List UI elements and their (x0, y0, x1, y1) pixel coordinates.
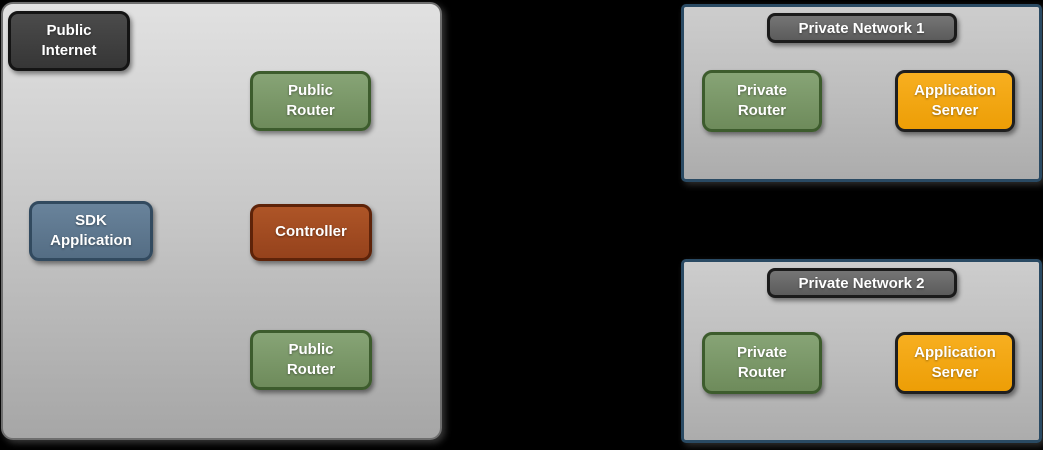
public-router-top-label: Public Router (286, 81, 335, 119)
private-network-2-title-label: Private Network 2 (798, 274, 925, 292)
private-network-2-title: Private Network 2 (766, 268, 957, 298)
private-network-2-panel: Private Network 2 Private Router Applica… (681, 259, 1042, 443)
sdk-application-label: SDK Application (50, 211, 132, 249)
private-network-1-private-router-node: Private Router (702, 70, 822, 132)
private-network-1-title-label: Private Network 1 (798, 19, 925, 37)
public-internet-label: Public Internet (41, 21, 97, 59)
application-server-label: Application Server (914, 81, 996, 119)
private-network-1-title: Private Network 1 (766, 13, 957, 43)
public-router-top-node: Public Router (250, 71, 371, 131)
controller-label: Controller (275, 223, 347, 241)
public-internet-node: Public Internet (8, 11, 130, 71)
public-cloud-panel: Public Internet Public Router SDK Applic… (1, 2, 442, 440)
private-network-1-application-server-node: Application Server (895, 70, 1015, 132)
application-server-label: Application Server (914, 343, 996, 381)
controller-node: Controller (250, 204, 372, 261)
private-network-2-application-server-node: Application Server (895, 332, 1015, 394)
sdk-application-node: SDK Application (29, 201, 153, 261)
private-network-2-private-router-node: Private Router (702, 332, 822, 394)
private-router-label: Private Router (736, 81, 788, 119)
public-router-bottom-node: Public Router (250, 330, 372, 390)
private-router-label: Private Router (736, 343, 788, 381)
public-router-bottom-label: Public Router (286, 340, 336, 378)
private-network-1-panel: Private Network 1 Private Router Applica… (681, 4, 1042, 182)
